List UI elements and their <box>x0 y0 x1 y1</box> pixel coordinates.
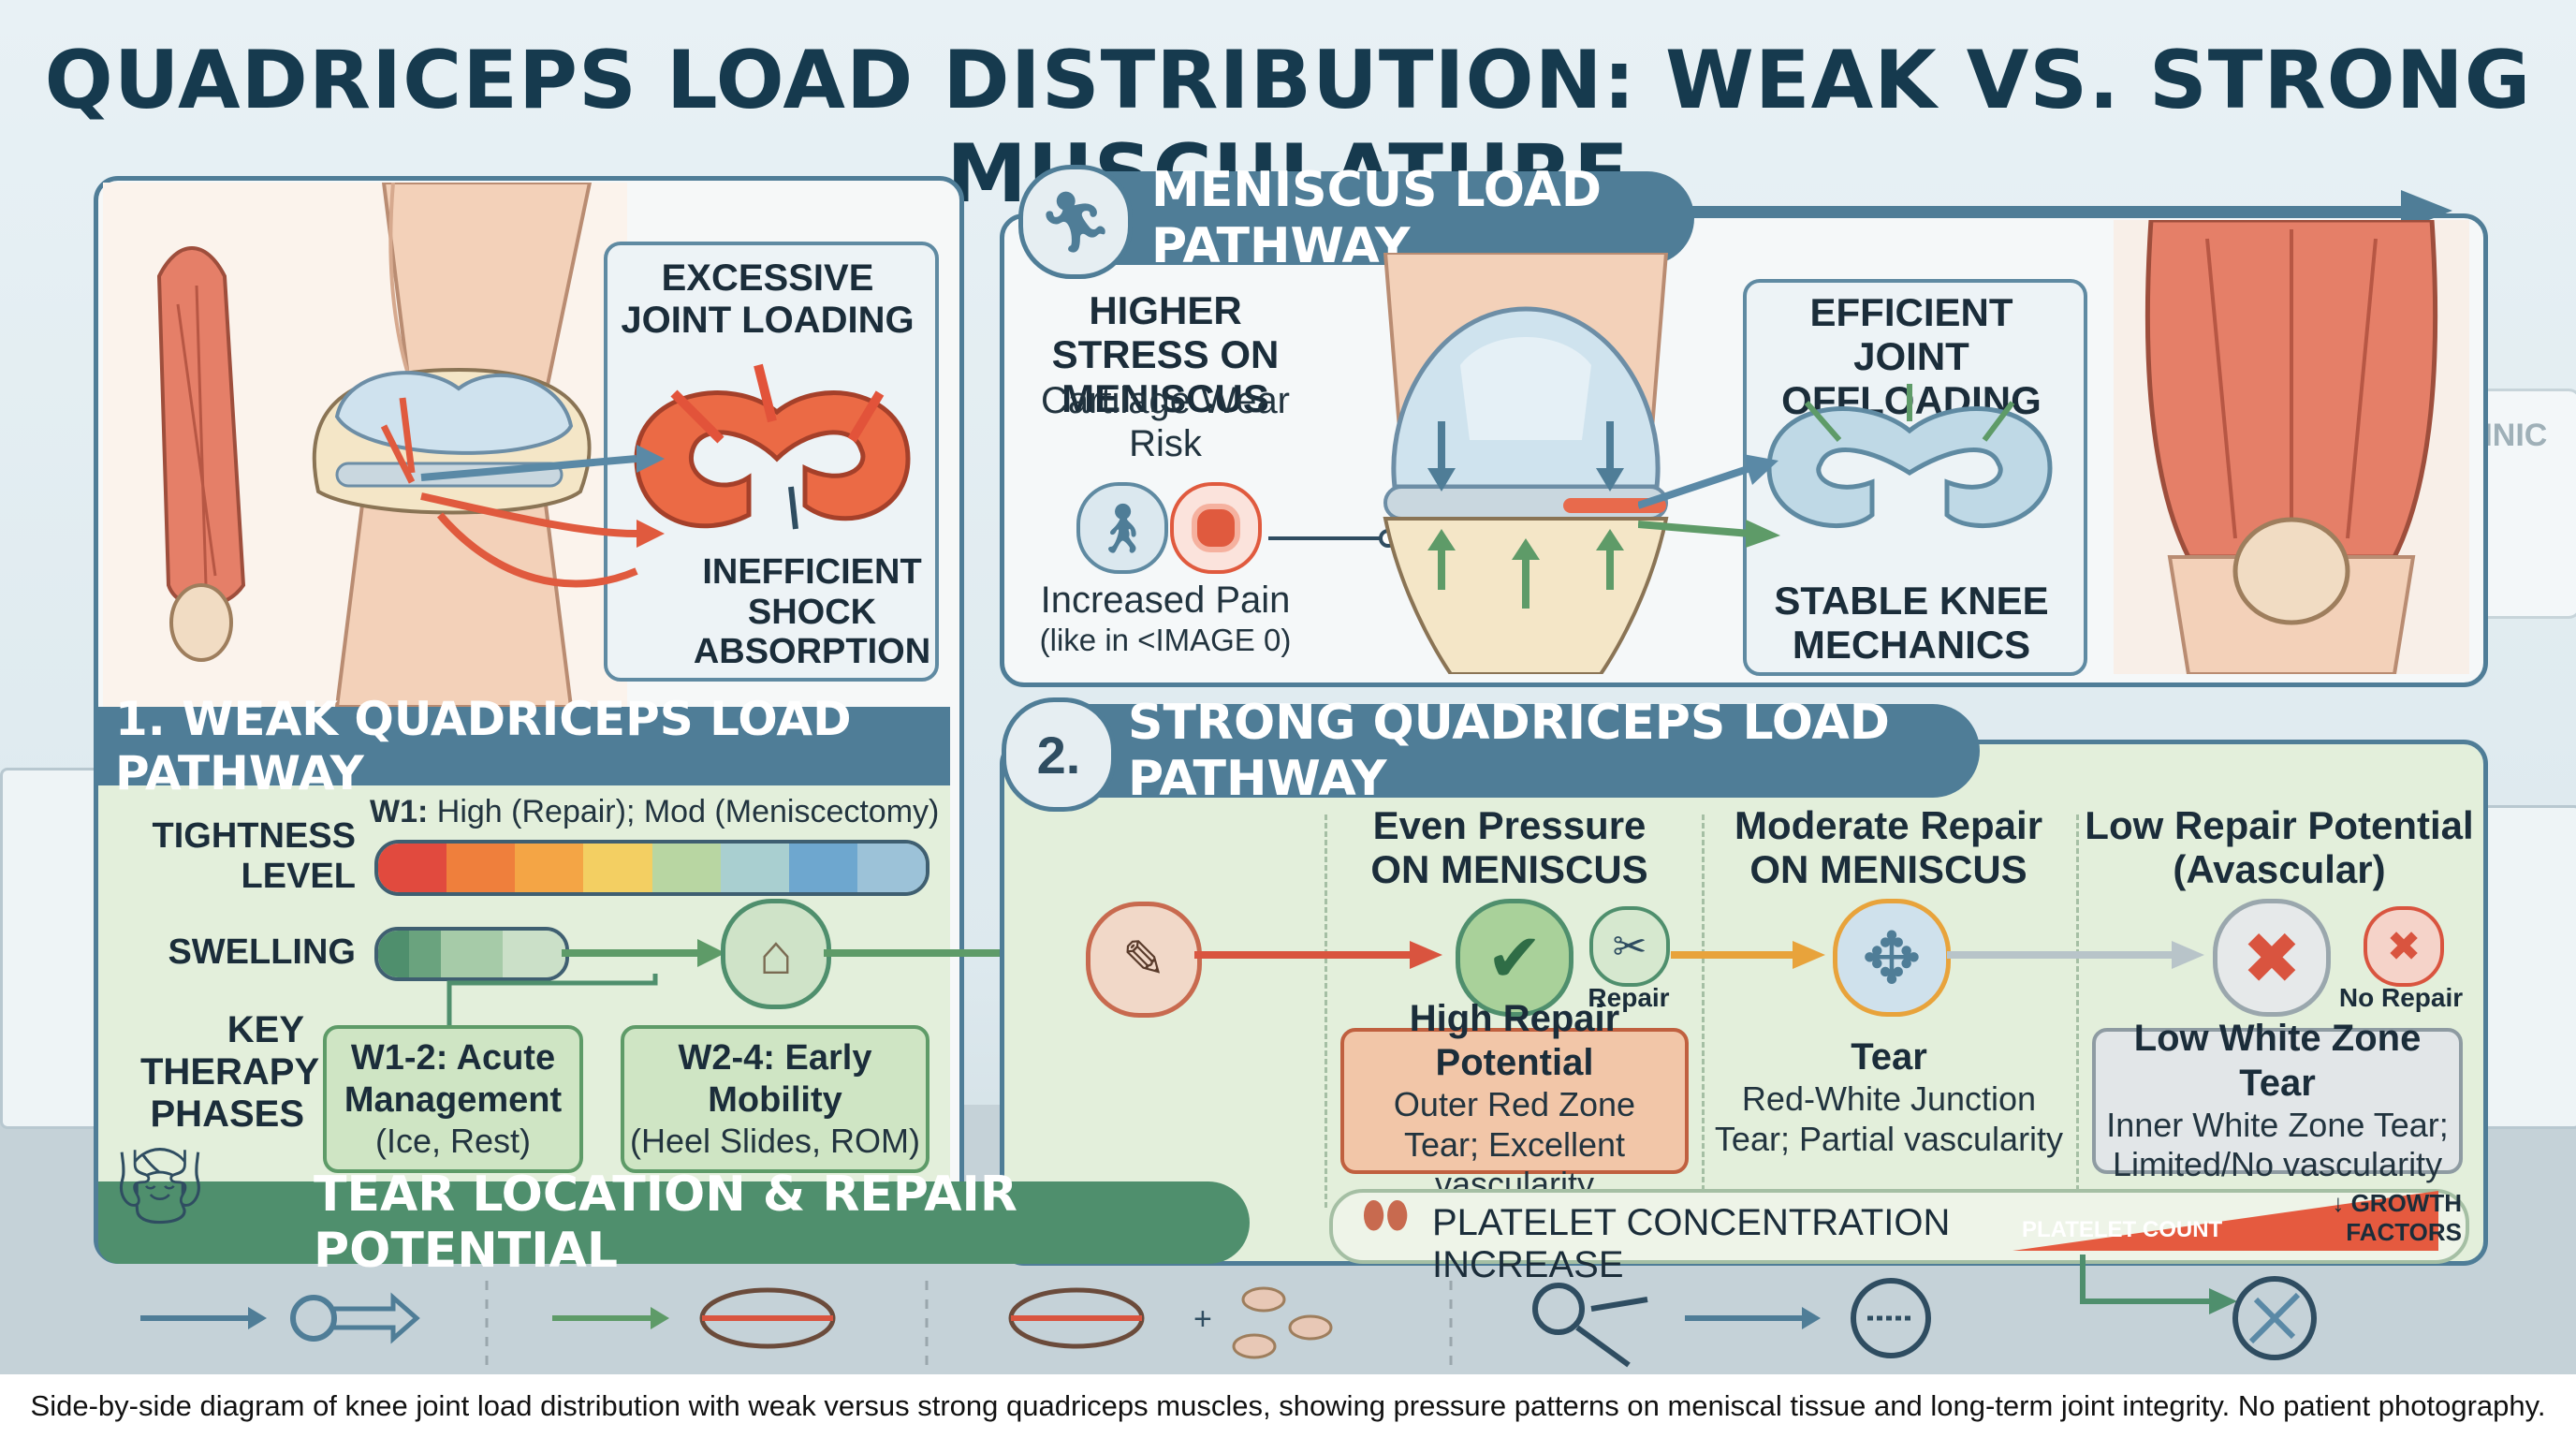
phase-mobility-box: W2-4: Early Mobility (Heel Slides, ROM) <box>621 1025 929 1173</box>
tightness-segment <box>378 844 447 892</box>
platelet-count-wedge <box>2012 1191 2438 1251</box>
moderate-tear-box: Tear Red-White Junction Tear; Partial va… <box>1705 1028 2072 1167</box>
growth-factors-arrow <box>2080 1255 2237 1314</box>
low-white-zone-title: Low White Zone Tear <box>2133 1018 2422 1104</box>
flow-arrow-orange <box>1671 941 1825 969</box>
meniscus-pathway-banner: MENISCUS LOAD PATHWAY <box>1030 162 1694 274</box>
platelet-cells-icon: ⬮⬮ <box>1362 1195 1410 1236</box>
bottom-icon-strip: + <box>140 1276 2317 1368</box>
therapy-phases-label: KEY THERAPY PHASES <box>140 1009 320 1135</box>
svg-text:+: + <box>1193 1301 1212 1337</box>
low-repair-header-text: Low Repair Potential (Avascular) <box>2085 803 2474 892</box>
moderate-tear-title: Tear <box>1851 1035 1927 1078</box>
column-divider-1 <box>1325 814 1327 1208</box>
check-icon: ✔ <box>1456 899 1573 1017</box>
platelet-count-label: PLATELET COUNT <box>2022 1217 2223 1242</box>
tightness-segment <box>583 844 652 892</box>
strong-quad-illustration <box>2114 220 2469 674</box>
stable-mechanics-label: STABLE KNEE MECHANICS <box>1774 579 2049 668</box>
no-repair-tag: No Repair <box>2338 983 2464 1012</box>
pain-target-icon <box>1170 482 1262 574</box>
strong-pathway-number: 2. <box>1002 697 1116 812</box>
higher-stress-label: HIGHER STRESS ON MENISCUS <box>1051 288 1280 421</box>
four-way-arrows-icon: ✥ <box>1833 899 1951 1017</box>
moderate-repair-header: Moderate Repair ON MENISCUS <box>1734 803 2043 892</box>
running-person-icon: 🏃︎ <box>1018 165 1133 279</box>
meniscus-pathway-banner-text: MENISCUS LOAD PATHWAY <box>1151 162 1603 274</box>
tightness-note-text: High (Repair); Mod (Meniscectomy) <box>436 794 940 829</box>
phase-acute-detail: (Ice, Rest) <box>374 1121 532 1160</box>
background-cabinet-left <box>0 768 109 1129</box>
swelling-label: SWELLING <box>168 932 356 972</box>
platelet-label: PLATELET CONCENTRATION INCREASE <box>1432 1202 1951 1285</box>
figure-caption: Side-by-side diagram of knee joint load … <box>0 1374 2576 1438</box>
therapist-icon: 💆︎ <box>112 1144 208 1227</box>
weak-knee-illustration <box>103 183 627 707</box>
high-repair-detail: Outer Red Zone Tear; Excellent vasculari… <box>1393 1085 1636 1204</box>
tightness-note-week: W1: <box>370 794 429 829</box>
tightness-segment <box>856 844 926 892</box>
phase-mobility-title: W2-4: Early Mobility <box>678 1037 872 1120</box>
strong-pathway-banner: STRONG QUADRICEPS LOAD PATHWAY <box>1016 695 1980 807</box>
repair-tool-icon: ✂ <box>1589 906 1670 987</box>
no-repair-icon: ✖ <box>2364 906 2444 987</box>
even-pressure-header: Even Pressure ON MENISCUS <box>1370 803 1648 892</box>
phase-acute-box: W1-2: Acute Management (Ice, Rest) <box>323 1025 583 1173</box>
tightness-level-label: TIGHTNESS LEVEL <box>152 816 356 896</box>
moderate-tear-detail: Red-White Junction Tear; Partial vascula… <box>1714 1079 2064 1158</box>
cross-icon: ✖ <box>2213 899 2331 1017</box>
flow-arrow-red <box>1194 941 1442 969</box>
excessive-loading-label: EXCESSIVE JOINT LOADING <box>621 257 915 341</box>
strong-pathway-number-text: 2. <box>1036 725 1081 785</box>
strong-meniscus-icon <box>1766 384 2053 529</box>
high-repair-title: High Repair Potential <box>1409 998 1620 1084</box>
phase-mobility-detail: (Heel Slides, ROM) <box>629 1121 921 1160</box>
swelling-bar <box>374 927 569 981</box>
tightness-segment <box>651 844 721 892</box>
low-white-zone-box: Low White Zone Tear Inner White Zone Tea… <box>2092 1018 2463 1183</box>
phase-acute-title: W1-2: Acute Management <box>344 1037 563 1120</box>
therapy-connector <box>446 974 658 1025</box>
tear-location-banner-text: TEAR LOCATION & REPAIR POTENTIAL <box>314 1167 1017 1279</box>
walking-person-icon: 🚶︎ <box>1076 482 1168 574</box>
tightness-segment <box>446 844 516 892</box>
swelling-arrow <box>562 939 725 967</box>
growth-factors-label: ↓ GROWTH FACTORS <box>2332 1189 2462 1246</box>
increased-pain-note: (like in <IMAGE 0) <box>1039 623 1292 657</box>
high-repair-box: High Repair Potential Outer Red Zone Tea… <box>1340 998 1689 1203</box>
repair-tag: Repair <box>1588 983 1670 1012</box>
increased-pain-label: Increased Pain <box>1040 580 1291 621</box>
strong-knee-illustration <box>1383 253 1669 674</box>
tightness-segment <box>720 844 789 892</box>
inefficient-absorption-label: INEFFICIENT SHOCK ABSORPTION <box>693 552 931 672</box>
strong-pathway-banner-text: STRONG QUADRICEPS LOAD PATHWAY <box>1128 695 1890 807</box>
knee-to-inset-arrows <box>1638 454 1780 548</box>
column-divider-2 <box>1702 814 1705 1208</box>
column-divider-3 <box>2076 814 2079 1208</box>
low-white-zone-detail: Inner White Zone Tear; Limited/No vascul… <box>2106 1105 2449 1184</box>
flow-arrow-grey <box>1947 941 2204 969</box>
weak-meniscus-icon <box>634 363 911 530</box>
injured-meniscus-icon: ✎ <box>1086 902 1202 1018</box>
tightness-note: W1: High (Repair); Mod (Meniscectomy) <box>370 794 950 830</box>
cartilage-wear-label: Cartilage Wear Risk <box>1040 380 1291 464</box>
tear-location-banner: TEAR LOCATION & REPAIR POTENTIAL <box>98 1167 1250 1279</box>
tightness-gradient-bar <box>374 840 929 896</box>
weak-load-arrows <box>420 445 665 588</box>
weak-pathway-banner: 1. WEAK QUADRICEPS LOAD PATHWAY <box>98 692 950 800</box>
tightness-segment <box>515 844 584 892</box>
low-repair-header: Low Repair Potential (Avascular) <box>2083 803 2476 891</box>
weak-pathway-banner-text: 1. WEAK QUADRICEPS LOAD PATHWAY <box>115 692 852 800</box>
knee-joint-icon: ⌂ <box>721 899 831 1009</box>
tightness-segment <box>788 844 857 892</box>
